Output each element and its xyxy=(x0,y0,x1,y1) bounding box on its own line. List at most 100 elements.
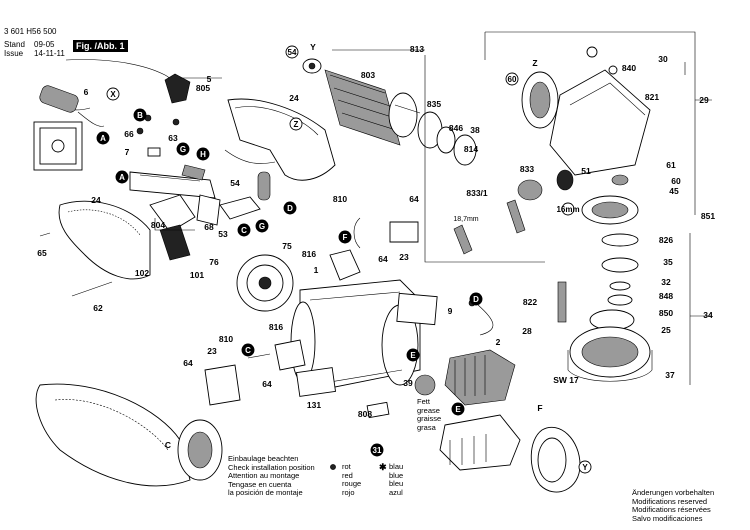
callout-circle xyxy=(96,131,110,145)
part-label: 826 xyxy=(659,235,673,245)
part-label: C xyxy=(165,440,171,450)
part-label: 25 xyxy=(661,325,671,335)
install-note-line: Attention au montage xyxy=(228,471,300,480)
modifications-line: Modifications réservées xyxy=(632,505,711,514)
part-label: 64 xyxy=(378,254,388,264)
part-label: G xyxy=(180,145,186,154)
part-label: Z xyxy=(294,120,299,129)
part-label: 7 xyxy=(125,147,130,157)
part-label: 9 xyxy=(448,306,453,316)
legend-blue-line: blau xyxy=(389,462,404,471)
part-label: Y xyxy=(582,463,588,472)
install-note-line: Check installation position xyxy=(228,462,315,472)
part-label: 28 xyxy=(522,326,532,336)
power-cable-drawing xyxy=(39,59,191,127)
callout-circle xyxy=(133,108,147,122)
callout-circle xyxy=(237,223,251,237)
part-label: A xyxy=(119,173,125,182)
callout-circle xyxy=(289,117,303,131)
part-label: 810 xyxy=(219,334,233,344)
part-label: 23 xyxy=(207,346,217,356)
grease-note-line: Fett xyxy=(417,397,430,406)
callout-circle xyxy=(196,147,210,161)
part-label: 24 xyxy=(289,93,299,103)
part-label: 24 xyxy=(91,195,101,205)
part-label: F xyxy=(343,233,348,242)
part-label: 846 xyxy=(449,123,463,133)
part-label: 850 xyxy=(659,308,673,318)
legend-red: rot red rouge rojo xyxy=(342,462,361,497)
modifications-line: Änderungen vorbehalten xyxy=(632,488,715,497)
part-label: 808 xyxy=(358,409,372,419)
flange-assembly-drawing xyxy=(530,233,653,493)
part-label: 38 xyxy=(470,125,480,135)
part-number: 3 601 H56 500 xyxy=(4,27,57,36)
part-label: 2 xyxy=(496,337,501,347)
part-label: 821 xyxy=(645,92,659,102)
callout-circle xyxy=(370,443,384,457)
part-label: B xyxy=(137,111,143,120)
rear-handle-drawing xyxy=(39,98,336,297)
part-label: 53 xyxy=(218,229,228,239)
callout-circle xyxy=(241,343,255,357)
part-label: 35 xyxy=(663,257,673,267)
part-label: Z xyxy=(532,58,537,68)
callout-circle xyxy=(255,219,269,233)
part-label: 63 xyxy=(168,133,178,143)
legend-blue-line: bleu xyxy=(389,479,404,488)
part-label: 60 xyxy=(508,75,517,84)
housing-cutaway-drawing xyxy=(35,383,223,487)
legend-red-line: rot xyxy=(342,462,351,471)
part-label: 102 xyxy=(135,268,149,278)
grease-note: Fett grease graisse grasa xyxy=(417,397,441,432)
part-label: 1 xyxy=(314,265,319,275)
modifications-line: Salvo modificaciones xyxy=(632,513,703,523)
part-label: F xyxy=(537,403,542,413)
grease-note-line: grasa xyxy=(417,422,436,432)
brush-holder-drawing xyxy=(414,299,521,471)
part-label: 61 xyxy=(666,160,676,170)
part-label: 62 xyxy=(93,303,103,313)
part-label: 833 xyxy=(520,164,534,174)
install-note-line: Tengase en cuenta xyxy=(228,479,292,489)
callout-circle xyxy=(115,170,129,184)
part-label: 101 xyxy=(190,270,204,280)
callout-circle xyxy=(283,201,297,215)
part-label: 814 xyxy=(464,144,478,154)
part-label: 804 xyxy=(151,220,165,230)
gear-head-drawing xyxy=(417,46,651,255)
modifications-note: Änderungen vorbehalten Modifications res… xyxy=(632,488,715,523)
part-label: 54 xyxy=(230,178,240,188)
legend-blue-line: azul xyxy=(389,487,403,497)
legend-marks: ✱ xyxy=(330,462,387,472)
part-label: E xyxy=(455,405,461,414)
part-label: G xyxy=(259,222,265,231)
part-label: 64 xyxy=(409,194,419,204)
part-label: 30 xyxy=(658,54,668,64)
part-label: 816 xyxy=(302,249,316,259)
part-label: X xyxy=(110,90,116,99)
part-label: 45 xyxy=(669,186,679,196)
part-label: Y xyxy=(310,42,316,52)
part-label: 54 xyxy=(288,48,297,57)
part-label: 75 xyxy=(282,241,292,251)
callout-circle xyxy=(338,230,352,244)
part-label: D xyxy=(287,204,293,213)
legend-blue-line: blue xyxy=(389,470,404,480)
grease-note-line: grease xyxy=(417,405,440,415)
stand-value: 09-05 xyxy=(34,40,55,49)
part-label: D xyxy=(473,295,479,304)
callout-circle xyxy=(106,87,120,101)
part-label: 822 xyxy=(523,297,537,307)
callout-circle xyxy=(505,72,519,86)
callout-circle xyxy=(578,460,592,474)
part-label: 51 xyxy=(581,166,591,176)
part-label: 37 xyxy=(665,370,675,380)
part-label: 66 xyxy=(124,129,134,139)
part-label: 34 xyxy=(703,310,713,320)
part-label: 5 xyxy=(207,74,212,84)
part-label: 805 xyxy=(196,83,210,93)
